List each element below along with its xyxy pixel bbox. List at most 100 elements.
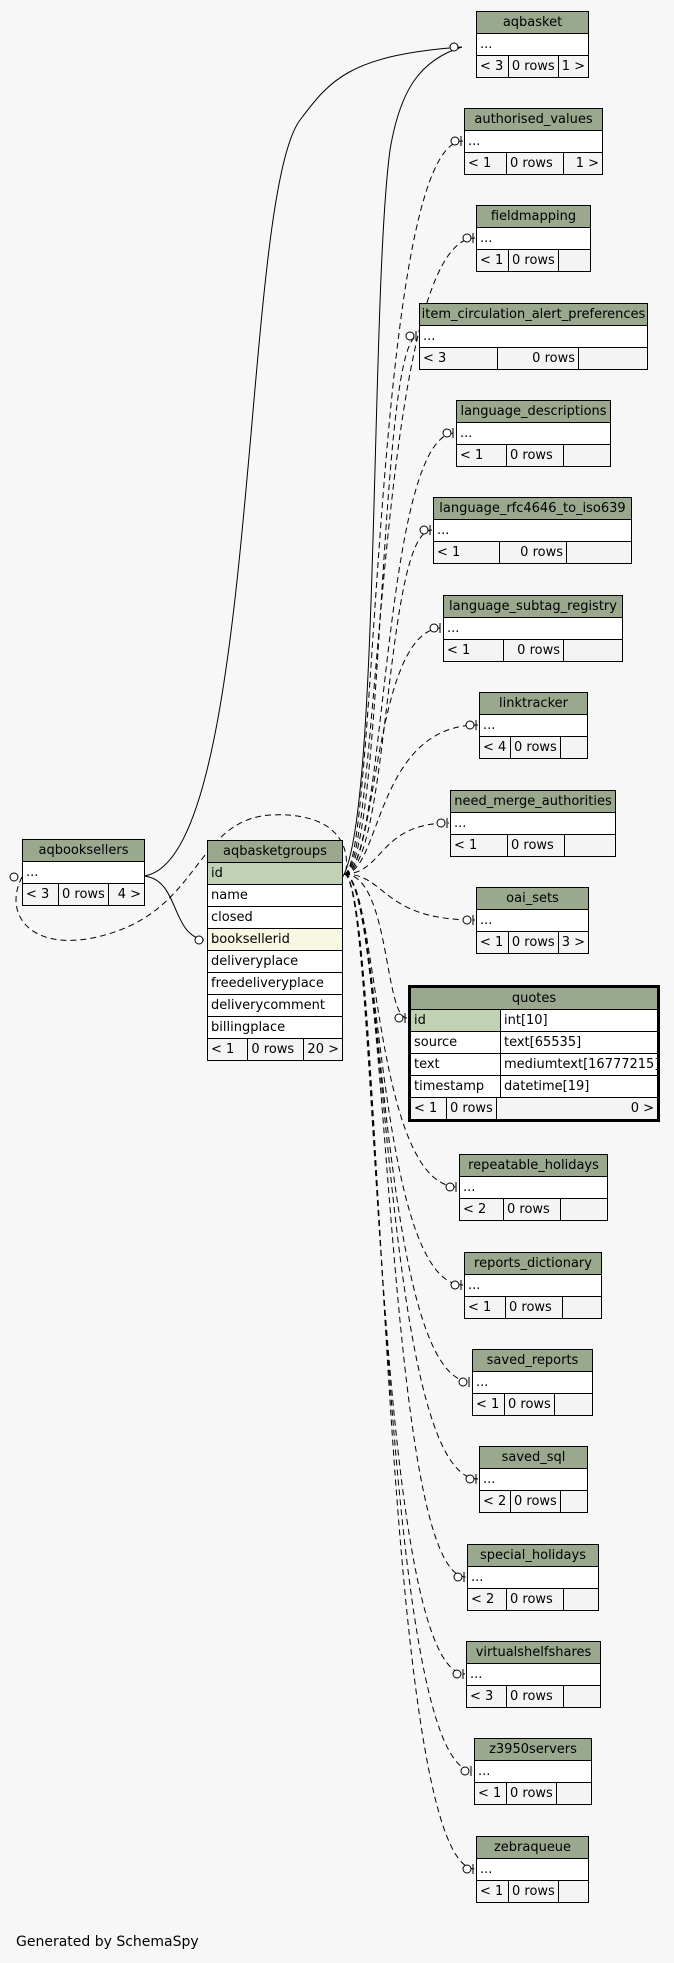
zero-cardinality-marker bbox=[465, 720, 475, 730]
zero-cardinality-marker bbox=[465, 1474, 475, 1484]
row-count: 0 rows bbox=[506, 1297, 563, 1318]
table-header: saved_sql bbox=[480, 1447, 587, 1469]
row-count: 0 rows bbox=[504, 1199, 561, 1220]
table-authorised_values[interactable]: authorised_values ... < 1 0 rows 1 > bbox=[464, 108, 603, 175]
table-footer: < 3 0 rows 1 > bbox=[477, 56, 588, 77]
link-aqbasketgroups-quotes bbox=[343, 873, 408, 1019]
table-footer: < 1 0 rows bbox=[434, 542, 631, 563]
table-header: language_descriptions bbox=[457, 401, 610, 423]
zero-cardinality-marker bbox=[194, 935, 204, 945]
row-count: 0 rows bbox=[507, 153, 564, 174]
zero-cardinality-marker bbox=[450, 136, 460, 146]
parents-count: < 1 bbox=[411, 1098, 447, 1119]
table-row: ... bbox=[465, 131, 602, 153]
parents-count: < 1 bbox=[475, 1783, 507, 1804]
row-count: 0 rows bbox=[509, 932, 559, 953]
table-header: zebraqueue bbox=[477, 1837, 588, 1859]
row-count: 0 rows bbox=[505, 1394, 555, 1415]
table-header: fieldmapping bbox=[477, 206, 590, 228]
table-footer: < 1 0 rows bbox=[475, 1783, 591, 1804]
link-aqbasketgroups-linktracker bbox=[343, 724, 479, 875]
table-footer: < 1 0 rows bbox=[457, 445, 610, 466]
table-item_circulation_alert_preferences[interactable]: item_circulation_alert_preferences ... <… bbox=[419, 303, 648, 370]
children-count: 1 > bbox=[561, 59, 585, 74]
zero-cardinality-marker bbox=[450, 1280, 460, 1290]
table-language_rfc4646_to_iso639[interactable]: language_rfc4646_to_iso639 ... < 1 0 row… bbox=[433, 497, 632, 564]
table-footer: < 1 0 rows bbox=[451, 835, 615, 856]
table-row: ... bbox=[468, 1567, 598, 1589]
table-aqbooksellers[interactable]: aqbooksellers ... < 3 0 rows 4 > bbox=[22, 839, 145, 906]
row-count: 0 rows bbox=[507, 1686, 564, 1707]
table-aqbasketgroups[interactable]: aqbasketgroups id name closed bookseller… bbox=[207, 840, 343, 1061]
table-zebraqueue[interactable]: zebraqueue ... < 1 0 rows bbox=[476, 1836, 589, 1903]
column-closed: closed bbox=[208, 907, 342, 929]
table-linktracker[interactable]: linktracker ... < 4 0 rows bbox=[479, 692, 588, 759]
column-source: source text[65535] bbox=[411, 1032, 657, 1054]
link-aqbooksellers-aqbasket bbox=[143, 46, 463, 877]
table-repeatable_holidays[interactable]: repeatable_holidays ... < 2 0 rows bbox=[459, 1154, 608, 1221]
zero-cardinality-marker bbox=[462, 915, 472, 925]
table-saved_reports[interactable]: saved_reports ... < 1 0 rows bbox=[472, 1349, 593, 1416]
table-row: ... bbox=[23, 862, 144, 884]
table-language_subtag_registry[interactable]: language_subtag_registry ... < 1 0 rows bbox=[443, 595, 623, 662]
table-fieldmapping[interactable]: fieldmapping ... < 1 0 rows bbox=[476, 205, 591, 272]
table-row: ... bbox=[444, 618, 622, 640]
row-count: 0 rows bbox=[500, 542, 567, 563]
table-oai_sets[interactable]: oai_sets ... < 1 0 rows 3 > bbox=[476, 887, 589, 954]
children-count bbox=[579, 348, 647, 369]
table-footer: < 4 0 rows bbox=[480, 737, 587, 758]
table-row: ... bbox=[451, 813, 615, 835]
table-language_descriptions[interactable]: language_descriptions ... < 1 0 rows bbox=[456, 400, 611, 467]
row-count: 0 rows bbox=[509, 250, 559, 271]
table-z3950servers[interactable]: z3950servers ... < 1 0 rows bbox=[474, 1738, 592, 1805]
table-row: ... bbox=[473, 1372, 592, 1394]
table-special_holidays[interactable]: special_holidays ... < 2 0 rows bbox=[467, 1544, 599, 1611]
table-row: ... bbox=[460, 1177, 607, 1199]
column-name: id bbox=[411, 1010, 501, 1031]
table-footer: < 1 0 rows 3 > bbox=[477, 932, 588, 953]
table-row: ... bbox=[477, 34, 588, 56]
table-aqbasket[interactable]: aqbasket ... < 3 0 rows 1 > bbox=[476, 11, 589, 78]
column-type: datetime[19] bbox=[504, 1079, 590, 1094]
table-header: item_circulation_alert_preferences bbox=[420, 304, 647, 326]
children-count bbox=[564, 1589, 598, 1610]
table-reports_dictionary[interactable]: reports_dictionary ... < 1 0 rows bbox=[464, 1252, 602, 1319]
children-count bbox=[564, 1686, 600, 1707]
children-count: 4 > bbox=[117, 887, 141, 902]
children-count: 3 > bbox=[561, 935, 585, 950]
table-row: ... bbox=[477, 228, 590, 250]
children-count bbox=[564, 640, 622, 661]
column-name: source bbox=[411, 1032, 501, 1053]
parents-count: < 1 bbox=[477, 1881, 509, 1902]
children-count bbox=[561, 1199, 607, 1220]
row-count: 0 rows bbox=[507, 1783, 557, 1804]
parents-count: < 1 bbox=[477, 932, 509, 953]
table-quotes[interactable]: quotes id int[10] source text[65535] tex… bbox=[408, 985, 660, 1122]
table-saved_sql[interactable]: saved_sql ... < 2 0 rows bbox=[479, 1446, 588, 1513]
table-footer: < 2 0 rows bbox=[460, 1199, 607, 1220]
table-virtualshelfshares[interactable]: virtualshelfshares ... < 3 0 rows bbox=[466, 1641, 601, 1708]
table-row: ... bbox=[457, 423, 610, 445]
parents-count: < 3 bbox=[477, 56, 509, 77]
table-header: repeatable_holidays bbox=[460, 1155, 607, 1177]
table-header: oai_sets bbox=[477, 888, 588, 910]
row-count: 0 rows bbox=[508, 835, 565, 856]
zero-cardinality-marker bbox=[419, 525, 429, 535]
parents-count: < 1 bbox=[208, 1039, 249, 1060]
table-header: linktracker bbox=[480, 693, 587, 715]
table-row: ... bbox=[477, 1859, 588, 1881]
zero-cardinality-marker bbox=[449, 42, 459, 52]
parents-count: < 1 bbox=[473, 1394, 505, 1415]
parents-count: < 2 bbox=[468, 1589, 507, 1610]
row-count: 0 rows bbox=[511, 1491, 561, 1512]
table-need_merge_authorities[interactable]: need_merge_authorities ... < 1 0 rows bbox=[450, 790, 616, 857]
zero-cardinality-marker bbox=[452, 1669, 462, 1679]
children-count: 1 > bbox=[575, 156, 599, 171]
row-count: 0 rows bbox=[248, 1039, 305, 1060]
table-header: need_merge_authorities bbox=[451, 791, 615, 813]
zero-cardinality-marker bbox=[429, 623, 439, 633]
zero-cardinality-marker bbox=[462, 233, 472, 243]
parents-count: < 4 bbox=[480, 737, 511, 758]
row-count: 0 rows bbox=[509, 56, 559, 77]
table-footer: < 1 0 rows bbox=[444, 640, 622, 661]
